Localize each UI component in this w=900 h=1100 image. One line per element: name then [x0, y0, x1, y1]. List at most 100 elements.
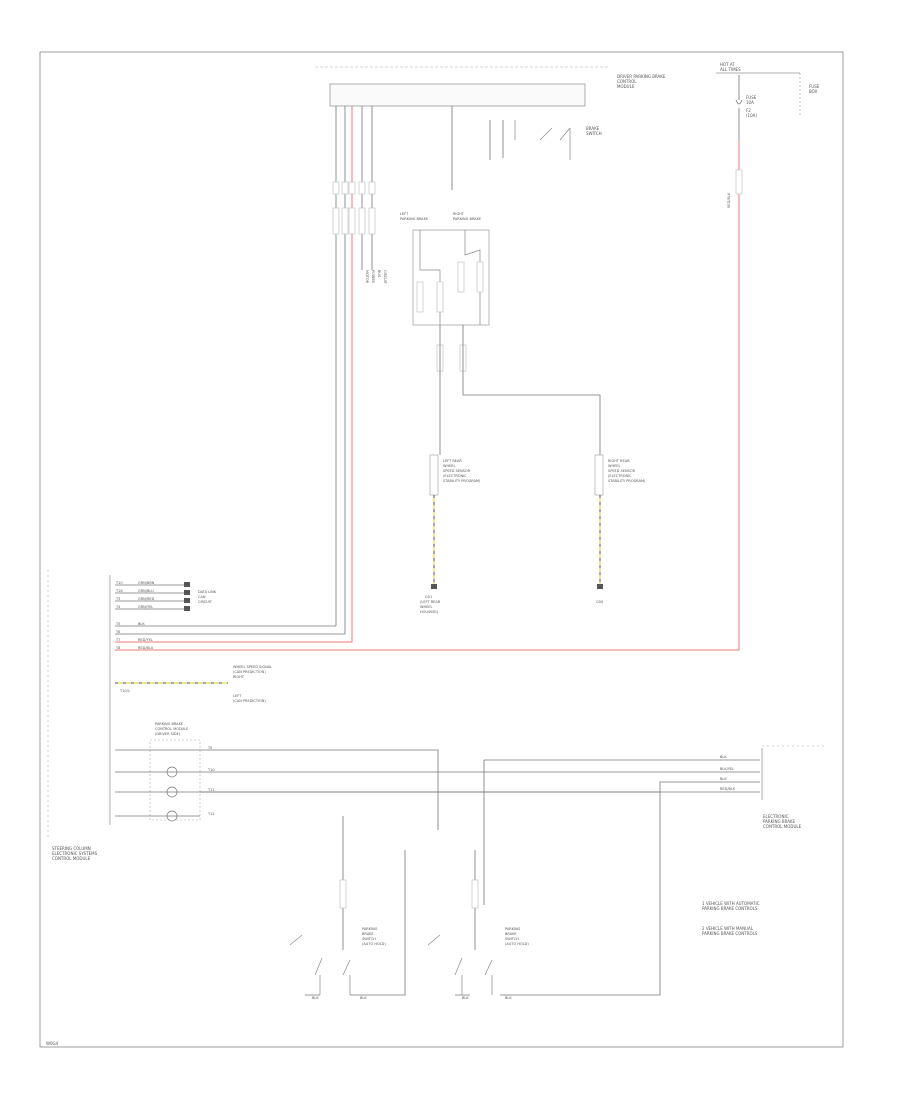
ground-left-label: G51 (LEFT REAR WHEEL HOUSING) — [420, 595, 441, 614]
svg-text:MOTOR: MOTOR — [365, 270, 369, 284]
right-switch-symbol — [427, 934, 493, 995]
svg-text:(CAN PREDICTION): (CAN PREDICTION) — [233, 670, 266, 674]
svg-text:T10: T10 — [115, 581, 123, 585]
svg-text:PARKING BRAKE: PARKING BRAKE — [400, 217, 428, 221]
left-switch-wire-labels: BLK BLK — [312, 996, 367, 1000]
svg-text:HOT AT: HOT AT — [720, 62, 735, 67]
svg-text:LEFT REAR: LEFT REAR — [443, 459, 462, 463]
wheel-signal-label: WHEEL SPEED SIGNAL (CAN PREDICTION) RIGH… — [233, 665, 272, 679]
svg-text:WHEEL: WHEEL — [608, 464, 621, 468]
svg-text:PARKING: PARKING — [362, 927, 378, 931]
svg-text:ALL TIMES: ALL TIMES — [720, 67, 741, 72]
module-wire-connectors — [332, 181, 376, 235]
svg-text:BLK: BLK — [720, 777, 727, 781]
data-bus-label: DATA LINK CAN CIRCUIT — [198, 590, 217, 604]
footer-code: W0G4 — [46, 1041, 59, 1046]
motor-lower-wires — [439, 325, 601, 455]
svg-text:RIGHT: RIGHT — [233, 675, 245, 679]
svg-text:STABILITY PROGRAM): STABILITY PROGRAM) — [608, 479, 646, 483]
svg-text:STEERING COLUMN: STEERING COLUMN — [52, 846, 91, 851]
left-switch-symbol — [289, 934, 351, 995]
svg-text:T11: T11 — [207, 788, 215, 792]
hot-wire-label: RED/BLK — [727, 192, 731, 208]
svg-text:CONTROL MODULE: CONTROL MODULE — [52, 856, 91, 861]
svg-text:T10: T10 — [207, 768, 215, 772]
svg-text:(AUTO HOLD): (AUTO HOLD) — [362, 942, 386, 946]
fuse-symbol — [735, 75, 743, 140]
svg-text:T4: T4 — [115, 605, 121, 609]
lower-bus-wires — [115, 749, 760, 905]
svg-text:BRAKE: BRAKE — [586, 126, 600, 131]
ground-symbols — [431, 584, 603, 589]
svg-text:T6: T6 — [115, 630, 120, 634]
svg-text:WHEEL: WHEEL — [420, 605, 433, 609]
svg-text:HOUSING): HOUSING) — [420, 610, 439, 614]
svg-text:PARKING BRAKE: PARKING BRAKE — [763, 819, 796, 824]
svg-text:DATA LINK: DATA LINK — [198, 590, 217, 594]
svg-text:RED/YEL: RED/YEL — [138, 638, 153, 642]
power-connector — [735, 169, 743, 195]
right-switch-wire-labels: BLK BLK — [462, 996, 512, 1000]
right-bus-pins: BLK BLK/YEL BLK RED/BLK — [720, 755, 736, 791]
svg-text:T5: T5 — [115, 622, 120, 626]
top-module-box — [329, 83, 586, 107]
svg-text:MODULE: MODULE — [617, 84, 635, 89]
svg-text:SWITCH: SWITCH — [586, 131, 602, 136]
svg-text:PARKING: PARKING — [505, 927, 521, 931]
left-wheel-sensor: LEFT REAR WHEEL SPEED SENSOR (ELECTRONIC… — [429, 454, 481, 496]
svg-text:2 VEHICLE WITH MANUAL: 2 VEHICLE WITH MANUAL — [702, 926, 754, 931]
svg-text:POWER: POWER — [371, 270, 375, 284]
svg-text:STABILITY PROGRAM): STABILITY PROGRAM) — [443, 479, 481, 483]
motor-box — [412, 229, 490, 326]
svg-text:CONTROL MODULE: CONTROL MODULE — [763, 824, 802, 829]
left-wire-color-labels: GRN/BRN GRN/BLU GRN/RED GRN/YEL BLK RED/… — [138, 581, 155, 650]
signal-pin-label: T10/1 — [119, 689, 130, 693]
motor-connectors — [416, 261, 484, 372]
svg-text:CIRCUIT: CIRCUIT — [383, 270, 387, 285]
svg-text:GRN/RED: GRN/RED — [138, 597, 155, 601]
svg-text:GRN/BRN: GRN/BRN — [138, 581, 155, 585]
motor-bus-label: MOTOR POWER BUS CIRCUIT — [365, 270, 387, 285]
svg-text:CAN: CAN — [198, 595, 206, 599]
left-motor-label: LEFT PARKING BRAKE — [400, 212, 428, 221]
left-data-wires — [115, 584, 345, 635]
right-wheel-sensor: RIGHT REAR WHEEL SPEED SENSOR (ELECTRONI… — [594, 454, 646, 496]
motor-internal-wires — [419, 230, 481, 325]
svg-text:WHEEL: WHEEL — [443, 464, 456, 468]
svg-text:CONTROL MODULE: CONTROL MODULE — [155, 727, 188, 731]
brake-switch-label: BRAKE SWITCH — [586, 126, 602, 136]
svg-text:(AUTO HOLD): (AUTO HOLD) — [505, 942, 529, 946]
svg-text:T3: T3 — [115, 597, 120, 601]
svg-text:SPEED SENSOR: SPEED SENSOR — [608, 469, 636, 473]
brake-switch-symbol — [514, 120, 571, 160]
right-switch-connector — [471, 879, 479, 909]
svg-text:FUSE: FUSE — [746, 95, 757, 100]
svg-text:RIGHT: RIGHT — [453, 212, 465, 216]
left-switch-connector — [339, 879, 347, 909]
parking-module-pins — [166, 766, 178, 822]
svg-text:1 VEHICLE WITH AUTOMATIC: 1 VEHICLE WITH AUTOMATIC — [702, 901, 760, 906]
data-link-connectors — [184, 582, 190, 611]
svg-text:BLK: BLK — [720, 755, 727, 759]
right-motor-label: RIGHT PARKING BRAKE — [453, 212, 481, 221]
svg-text:(CAN PREDICTION): (CAN PREDICTION) — [233, 699, 266, 703]
svg-text:PARKING BRAKE CONTROLS: PARKING BRAKE CONTROLS — [702, 906, 758, 911]
svg-text:(LEFT REAR: (LEFT REAR — [420, 600, 441, 604]
diagram-frame — [39, 51, 844, 1048]
power-wire-left — [115, 106, 353, 643]
svg-text:SWITCH: SWITCH — [505, 937, 519, 941]
parking-module-box — [149, 739, 201, 821]
ground-right-label: G50 — [596, 600, 603, 604]
svg-text:T7: T7 — [115, 638, 120, 642]
svg-text:(DRIVER SIDE): (DRIVER SIDE) — [155, 732, 181, 736]
svg-text:BLK: BLK — [138, 622, 145, 626]
svg-text:T5: T5 — [207, 746, 212, 750]
svg-text:SPEED SENSOR: SPEED SENSOR — [443, 469, 471, 473]
left-pin-labels: T10 T16 T3 T4 T5 T6 T7 T8 — [115, 581, 123, 650]
right-module-label: ELECTRONIC PARKING BRAKE CONTROL MODULE — [763, 814, 802, 829]
svg-text:CONTROL: CONTROL — [617, 79, 637, 84]
right-switch-wires — [455, 792, 661, 996]
svg-text:LEFT: LEFT — [233, 694, 242, 698]
svg-text:ELECTRONIC: ELECTRONIC — [763, 814, 789, 819]
svg-text:FUSE: FUSE — [809, 84, 820, 89]
